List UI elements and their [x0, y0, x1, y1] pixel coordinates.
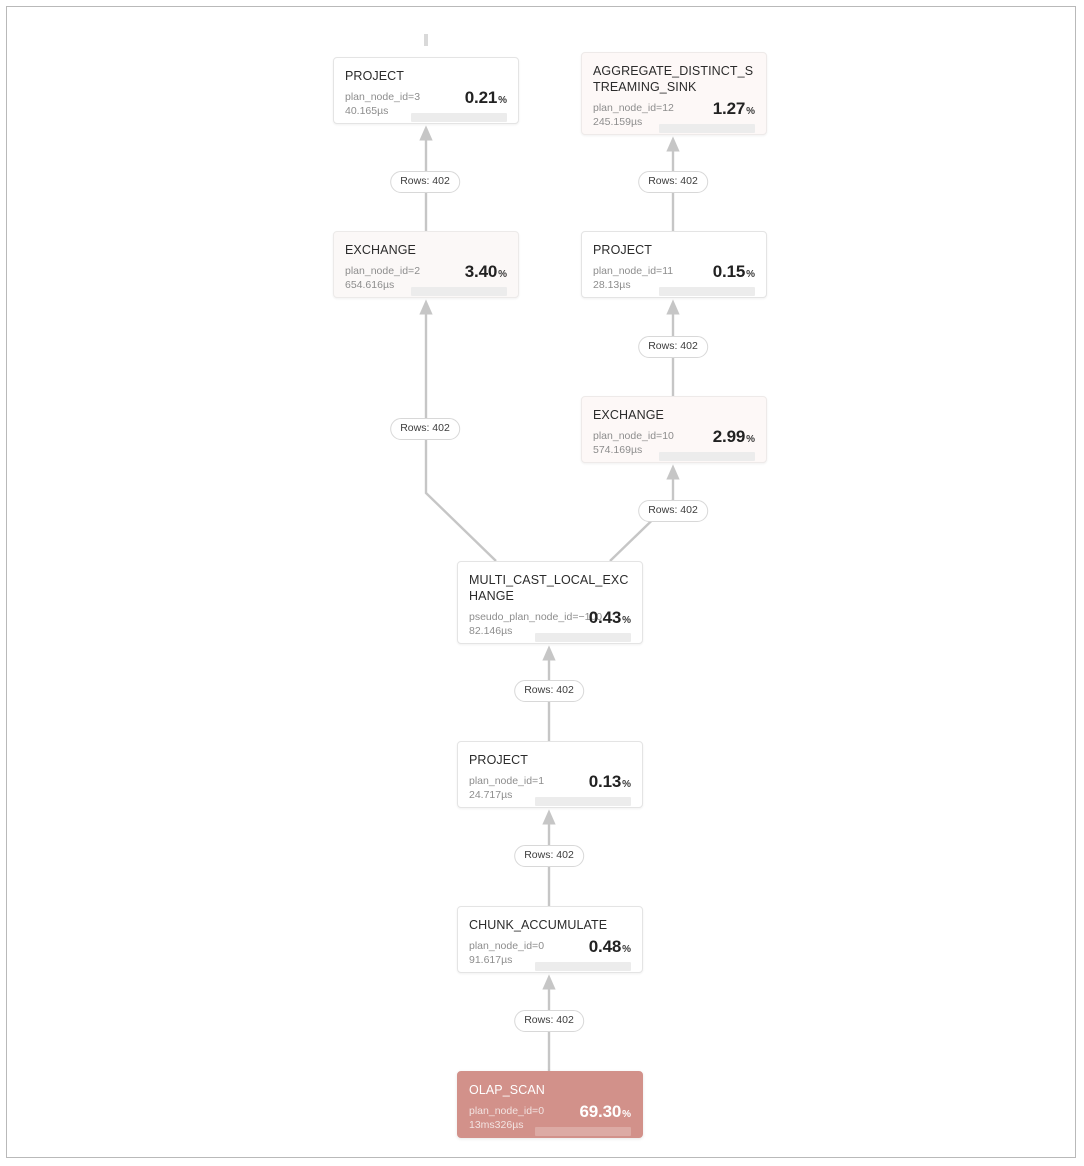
plan-node-duration: 654.616µs	[345, 279, 395, 291]
cost-percent-unit: %	[746, 269, 755, 280]
plan-node-olap-scan-0[interactable]: OLAP_SCAN plan_node_id=0 13ms326µs 69.30%	[457, 1071, 643, 1138]
cost-bar	[659, 452, 755, 461]
cost-percent-unit: %	[622, 615, 631, 626]
plan-node-body: plan_node_id=0 91.617µs 0.48%	[469, 937, 631, 971]
plan-node-body: plan_node_id=0 13ms326µs 69.30%	[469, 1102, 631, 1136]
plan-node-id-label: plan_node_id=0	[469, 1105, 545, 1117]
plan-node-title: AGGREGATE_DISTINCT_STREAMING_SINK	[593, 64, 754, 94]
plan-node-duration: 82.146µs	[469, 625, 513, 637]
plan-node-title: PROJECT	[469, 753, 529, 767]
cost-percent-value: 3.40	[464, 262, 498, 281]
plan-node-duration: 40.165µs	[345, 105, 389, 117]
plan-node-title: PROJECT	[593, 243, 653, 257]
plan-node-id-label: plan_node_id=3	[345, 91, 421, 103]
plan-node-project-1[interactable]: PROJECT plan_node_id=1 24.717µs 0.13%	[457, 741, 643, 808]
cost-bar	[411, 113, 507, 122]
plan-node-cost-metric: 69.30%	[535, 1102, 631, 1136]
plan-node-body: plan_node_id=11 28.13µs 0.15%	[593, 262, 755, 296]
plan-node-duration: 245.159µs	[593, 116, 643, 128]
plan-node-id-label: plan_node_id=11	[593, 265, 674, 277]
cost-percent-unit: %	[498, 95, 507, 106]
cost-bar	[411, 287, 507, 296]
plan-node-cost-metric: 1.27%	[659, 99, 755, 133]
cost-bar	[535, 633, 631, 642]
plan-node-title: CHUNK_ACCUMULATE	[469, 918, 608, 932]
plan-node-duration: 91.617µs	[469, 954, 513, 966]
plan-node-id-label: plan_node_id=12	[593, 102, 674, 114]
cost-bar	[535, 797, 631, 806]
edge-row-count-label: Rows: 402	[390, 418, 460, 440]
cost-bar	[659, 124, 755, 133]
plan-node-body: plan_node_id=12 245.159µs 1.27%	[593, 99, 755, 133]
plan-node-body: plan_node_id=2 654.616µs 3.40%	[345, 262, 507, 296]
plan-node-title: EXCHANGE	[593, 408, 664, 422]
cost-bar	[535, 1127, 631, 1136]
plan-node-duration: 574.169µs	[593, 444, 643, 456]
cost-percent-value: 0.21	[464, 88, 498, 107]
plan-node-exchange-10[interactable]: EXCHANGE plan_node_id=10 574.169µs 2.99%	[581, 396, 767, 463]
plan-node-project-11[interactable]: PROJECT plan_node_id=11 28.13µs 0.15%	[581, 231, 767, 298]
edge-row-count-label: Rows: 402	[514, 1010, 584, 1032]
plan-node-cost-metric: 0.48%	[535, 937, 631, 971]
cost-percent-unit: %	[622, 779, 631, 790]
plan-node-id-label: plan_node_id=0	[469, 940, 545, 952]
plan-node-duration: 13ms326µs	[469, 1119, 524, 1131]
cost-percent-value: 69.30	[579, 1102, 622, 1121]
plan-node-cost-metric: 2.99%	[659, 427, 755, 461]
plan-node-title: OLAP_SCAN	[469, 1083, 545, 1097]
plan-node-id-label: pseudo_plan_node_id=−100	[469, 611, 603, 623]
plan-node-duration: 28.13µs	[593, 279, 631, 291]
plan-node-cost-metric: 0.21%	[411, 88, 507, 122]
cost-percent-value: 0.48	[588, 937, 622, 956]
edge-row-count-label: Rows: 402	[638, 336, 708, 358]
edge-multicast-exchange2	[419, 299, 497, 562]
cost-percent-unit: %	[498, 269, 507, 280]
cost-percent-value: 0.13	[588, 772, 622, 791]
edge-row-count-label: Rows: 402	[638, 171, 708, 193]
plan-node-cost-metric: 0.15%	[659, 262, 755, 296]
plan-node-aggregate-distinct-streaming-sink-12[interactable]: AGGREGATE_DISTINCT_STREAMING_SINK plan_no…	[581, 52, 767, 135]
plan-node-duration: 24.717µs	[469, 789, 513, 801]
plan-node-id-label: plan_node_id=1	[469, 775, 545, 787]
plan-node-id-label: plan_node_id=10	[593, 430, 674, 442]
cost-bar	[659, 287, 755, 296]
cost-bar	[535, 962, 631, 971]
cost-percent-value: 0.15	[712, 262, 746, 281]
plan-node-chunk-accumulate-0[interactable]: CHUNK_ACCUMULATE plan_node_id=0 91.617µs 0.…	[457, 906, 643, 973]
cost-percent-unit: %	[746, 106, 755, 117]
plan-node-title: MULTI_CAST_LOCAL_EXCHANGE	[469, 573, 629, 603]
plan-node-body: plan_node_id=3 40.165µs 0.21%	[345, 88, 507, 122]
plan-node-body: pseudo_plan_node_id=−100 82.146µs 0.43%	[469, 608, 631, 642]
plan-node-project-3[interactable]: PROJECT plan_node_id=3 40.165µs 0.21%	[333, 57, 519, 124]
cost-percent-value: 1.27	[712, 99, 746, 118]
plan-node-id-label: plan_node_id=2	[345, 265, 421, 277]
edge-row-count-label: Rows: 402	[390, 171, 460, 193]
cost-percent-value: 0.43	[588, 608, 622, 627]
cost-percent-unit: %	[746, 434, 755, 445]
plan-node-cost-metric: 0.43%	[535, 608, 631, 642]
plan-node-cost-metric: 0.13%	[535, 772, 631, 806]
cost-percent-unit: %	[622, 944, 631, 955]
plan-node-body: plan_node_id=1 24.717µs 0.13%	[469, 772, 631, 806]
plan-node-title: EXCHANGE	[345, 243, 416, 257]
cost-percent-unit: %	[622, 1109, 631, 1120]
edge-row-count-label: Rows: 402	[638, 500, 708, 522]
plan-node-body: plan_node_id=10 574.169µs 2.99%	[593, 427, 755, 461]
plan-node-cost-metric: 3.40%	[411, 262, 507, 296]
cost-percent-value: 2.99	[712, 427, 746, 446]
plan-node-title: PROJECT	[345, 69, 405, 83]
plan-node-exchange-2[interactable]: EXCHANGE plan_node_id=2 654.616µs 3.40%	[333, 231, 519, 298]
edge-row-count-label: Rows: 402	[514, 845, 584, 867]
edge-row-count-label: Rows: 402	[514, 680, 584, 702]
plan-node-multi-cast-local-exchange[interactable]: MULTI_CAST_LOCAL_EXCHANGE pseudo_plan_nod…	[457, 561, 643, 644]
